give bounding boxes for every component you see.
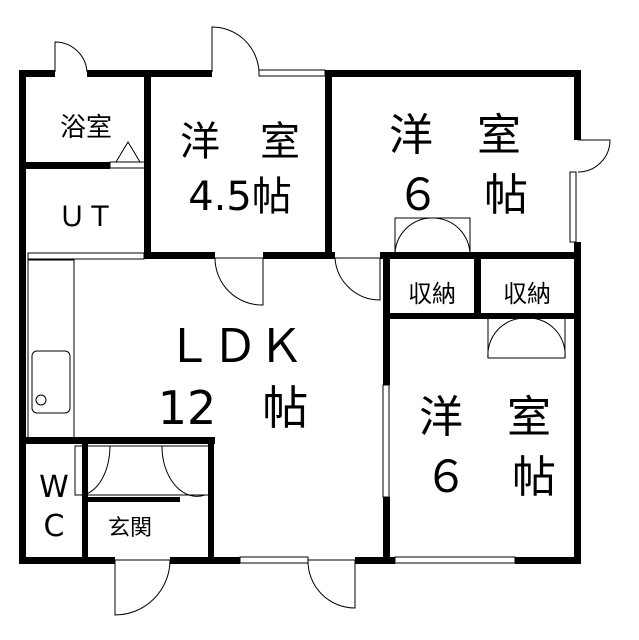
western-6-bottom-size: ６ 帖 — [424, 452, 556, 503]
entrance-hall-doors — [74, 445, 211, 497]
closet-top-door — [394, 217, 471, 256]
entrance-door — [114, 559, 171, 616]
bath-exterior-door — [54, 41, 88, 73]
western-6-top-exterior-door — [577, 139, 611, 173]
western-45-label: 洋 室 — [180, 119, 300, 165]
ut-opening — [27, 252, 145, 260]
bath-label: 浴室 — [60, 113, 112, 143]
sink — [31, 350, 71, 414]
closet-bottom-door — [487, 317, 566, 359]
western-6-bottom-window — [394, 556, 516, 564]
western-45-door — [214, 257, 264, 306]
ldk-exterior-door — [307, 559, 356, 609]
western-6-top-size: ６ 帖 — [396, 170, 528, 221]
entrance-label: 玄関 — [108, 516, 152, 541]
sliding-door-ldk — [382, 384, 390, 498]
western-45-exterior-door — [211, 26, 260, 73]
western-6-top-window — [569, 171, 577, 243]
storage-right-label: 収納 — [503, 280, 551, 308]
western-45-size: 4.5帖 — [188, 174, 292, 220]
ldk-label: ＬＤＫ — [166, 319, 304, 373]
western-6-top-door — [334, 257, 381, 301]
ldk-size: 12 帖 — [158, 381, 309, 435]
storage-left-label: 収納 — [408, 280, 456, 308]
kitchen — [27, 259, 75, 441]
utility-label: ＵＴ — [58, 200, 114, 233]
bath-door-mark — [115, 141, 141, 163]
western-6-bottom-label: 洋 室 — [419, 392, 551, 443]
bath-door — [109, 161, 147, 169]
drain-icon — [35, 394, 47, 406]
doors — [27, 26, 611, 616]
walls — [19, 70, 581, 564]
wc-label-bottom: C — [44, 509, 65, 544]
wc-label-top: W — [39, 470, 69, 505]
ldk-window — [239, 556, 309, 564]
western-45-window — [258, 69, 326, 77]
western-6-top-label: 洋 室 — [389, 110, 521, 161]
